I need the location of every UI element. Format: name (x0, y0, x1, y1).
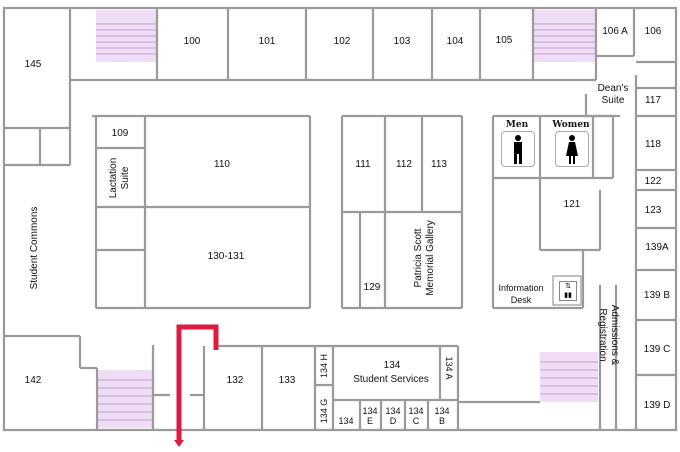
room-129: 129 (363, 282, 381, 293)
room-133: 133 (278, 375, 296, 386)
deans-suite: Dean's Suite (597, 83, 629, 106)
route-path (174, 324, 219, 447)
room-122: 122 (644, 176, 662, 187)
room-130-131: 130-131 (207, 251, 245, 262)
stairs-icon (540, 352, 598, 402)
room-139c: 139 C (643, 344, 671, 355)
room-103: 103 (393, 36, 411, 47)
room-110: 110 (214, 159, 230, 170)
room-104: 104 (446, 36, 464, 47)
room-134h: 134 H (319, 353, 329, 379)
room-117: 117 (645, 95, 661, 106)
room-113: 113 (431, 159, 447, 170)
room-109: 109 (111, 128, 129, 139)
room-139b: 139 B (643, 290, 671, 301)
room-134a: 134 A (444, 356, 454, 380)
room-134c: 134 C (408, 406, 424, 426)
student-commons: Student Commons (29, 206, 40, 290)
information-desk: Information Desk (498, 283, 544, 305)
room-123: 123 (644, 205, 662, 216)
stairs-icon (96, 10, 157, 62)
room-106a: 106 A (602, 26, 628, 37)
room-101: 101 (258, 36, 276, 47)
room-134b: 134 B (434, 406, 450, 426)
student-services: Student Services (353, 374, 429, 385)
room-112: 112 (396, 159, 412, 170)
men-restroom-label: Men (505, 120, 529, 130)
patricia-scott-memorial-gallery: Patricia Scott Memorial Gallery (413, 220, 436, 296)
room-106: 106 (644, 26, 662, 37)
woman-icon (566, 135, 578, 164)
room-145: 145 (24, 59, 42, 70)
elevator-icon: ⇅▮▮ (559, 281, 577, 301)
room-134: 134 (383, 360, 401, 371)
room-111: 111 (355, 159, 371, 170)
room-134-small: 134 (338, 416, 354, 426)
room-100: 100 (183, 36, 201, 47)
room-105: 105 (495, 35, 513, 46)
admissions-registration: Admissions & Registration (597, 304, 620, 366)
room-134g: 134 G (319, 398, 329, 424)
women-restroom-sign (555, 131, 589, 167)
room-134e: 134 E (362, 406, 378, 426)
men-restroom-sign (501, 131, 535, 167)
room-139a: 139A (645, 242, 669, 253)
room-132: 132 (226, 375, 244, 386)
room-102: 102 (333, 36, 351, 47)
man-icon (514, 135, 522, 164)
room-142: 142 (24, 375, 42, 386)
room-139d: 139 D (643, 400, 671, 411)
lactation-suite: Lactation Suite (108, 157, 131, 199)
stairs-icon (97, 370, 153, 428)
stairs-icon (534, 10, 596, 62)
room-121: 121 (563, 199, 581, 210)
room-134d: 134 D (385, 406, 401, 426)
women-restroom-label: Women (552, 120, 590, 130)
room-118: 118 (645, 139, 661, 150)
